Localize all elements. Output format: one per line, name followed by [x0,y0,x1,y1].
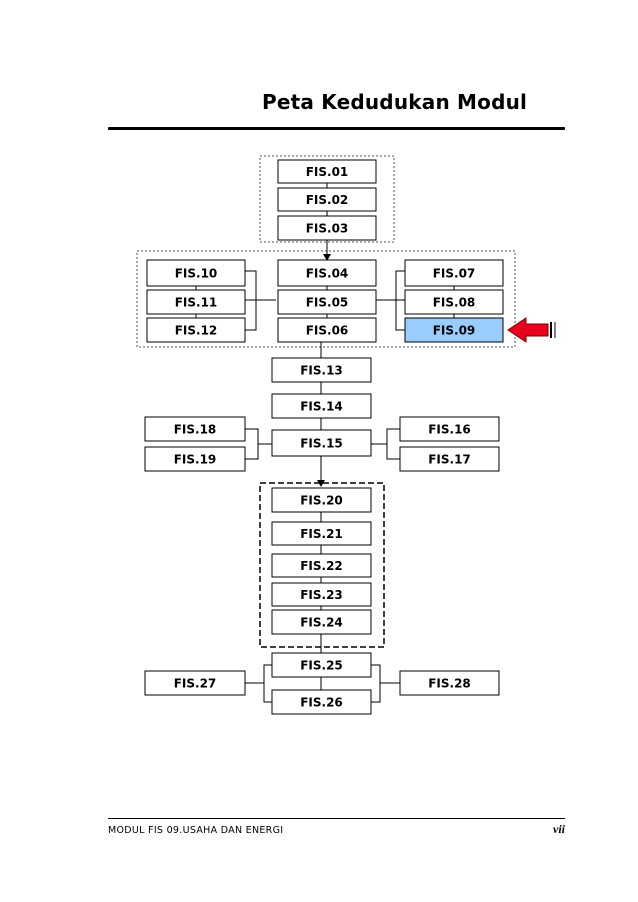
module-box-frame [277,159,377,184]
module-box-frame [271,487,372,513]
module-box-frame [404,289,504,315]
module-box-frame [146,289,246,315]
module-box-fis-15: FIS.15 [271,429,372,457]
module-box-fis-22: FIS.22 [271,553,372,578]
module-box-fis-17: FIS.17 [399,446,500,472]
module-box-frame [277,289,377,315]
module-label: FIS.07 [433,267,476,281]
group-frame-01-03 [259,155,395,243]
module-box-frame [277,259,377,287]
module-box-fis-27: FIS.27 [144,670,246,696]
flow-arrowhead-2 [317,480,325,487]
module-box-frame [271,429,372,457]
module-box-frame [277,317,377,343]
module-label: FIS.12 [175,324,218,338]
module-box-frame [144,670,246,696]
module-box-frame [271,393,372,419]
connectors [195,183,455,703]
module-label: FIS.08 [433,296,476,310]
module-box-frame [144,446,246,472]
module-box-fis-23: FIS.23 [271,582,372,607]
module-label: FIS.13 [300,364,343,378]
module-label: FIS.17 [428,453,471,467]
module-label: FIS.02 [306,193,349,207]
module-box-fis-07: FIS.07 [404,259,504,287]
module-label: FIS.22 [300,559,343,573]
module-box-fis-04: FIS.04 [277,259,377,287]
module-box-fis-05: FIS.05 [277,289,377,315]
group-frame-04-12 [136,250,516,348]
module-label: FIS.16 [428,423,471,437]
module-label: FIS.04 [306,267,349,281]
module-label: FIS.01 [306,165,349,179]
module-box-frame [271,582,372,607]
current-module-pointer-arrow [507,317,556,343]
module-box-frame [399,416,500,442]
module-box-fis-02: FIS.02 [277,187,377,212]
module-box-fis-08: FIS.08 [404,289,504,315]
module-label: FIS.06 [306,324,349,338]
module-box-fis-19: FIS.19 [144,446,246,472]
module-box-fis-24: FIS.24 [271,609,372,635]
module-label: FIS.23 [300,588,343,602]
module-box-fis-14: FIS.14 [271,393,372,419]
footer-rule [108,818,565,819]
module-label: FIS.05 [306,296,349,310]
module-label: FIS.09 [433,324,476,338]
module-box-frame [399,446,500,472]
module-label: FIS.28 [428,677,471,691]
module-box-fis-01: FIS.01 [277,159,377,184]
module-box-frame [404,259,504,287]
module-box-frame [277,187,377,212]
module-label: FIS.10 [175,267,218,281]
module-box-frame [399,670,500,696]
module-box-frame [271,553,372,578]
module-box-frame [144,416,246,442]
page-title: Peta Kedudukan Modul [262,90,528,114]
module-box-fis-03: FIS.03 [277,215,377,241]
module-label: FIS.14 [300,400,343,414]
module-box-frame [404,317,504,343]
module-label: FIS.21 [300,527,343,541]
module-box-fis-25: FIS.25 [271,652,372,678]
module-box-fis-20: FIS.20 [271,487,372,513]
module-label: FIS.26 [300,696,343,710]
footer-page-number: vii [553,822,565,836]
flow-arrowhead-1 [323,254,331,261]
title-rule [108,127,565,130]
module-label: FIS.24 [300,616,343,630]
module-box-frame [271,652,372,678]
module-label: FIS.19 [174,453,217,467]
module-box-fis-18: FIS.18 [144,416,246,442]
module-box-fis-06: FIS.06 [277,317,377,343]
module-box-fis-10: FIS.10 [146,259,246,287]
module-label: FIS.27 [174,677,217,691]
module-box-frame [146,317,246,343]
module-label: FIS.25 [300,659,343,673]
module-box-fis-11: FIS.11 [146,289,246,315]
module-box-fis-13: FIS.13 [271,357,372,383]
module-box-frame [271,357,372,383]
module-box-frame [271,689,372,715]
module-label: FIS.18 [174,423,217,437]
module-box-frame [271,521,372,546]
module-box-frame [271,609,372,635]
module-box-frame [277,215,377,241]
module-box-fis-09: FIS.09 [404,317,504,343]
module-box-fis-16: FIS.16 [399,416,500,442]
module-box-fis-21: FIS.21 [271,521,372,546]
module-box-fis-12: FIS.12 [146,317,246,343]
module-label: FIS.15 [300,437,343,451]
footer-module-title: MODUL FIS 09.USAHA DAN ENERGI [108,825,284,836]
module-box-fis-26: FIS.26 [271,689,372,715]
module-box-fis-28: FIS.28 [399,670,500,696]
module-label: FIS.11 [175,296,218,310]
module-label: FIS.03 [306,222,349,236]
module-box-frame [146,259,246,287]
module-label: FIS.20 [300,494,343,508]
